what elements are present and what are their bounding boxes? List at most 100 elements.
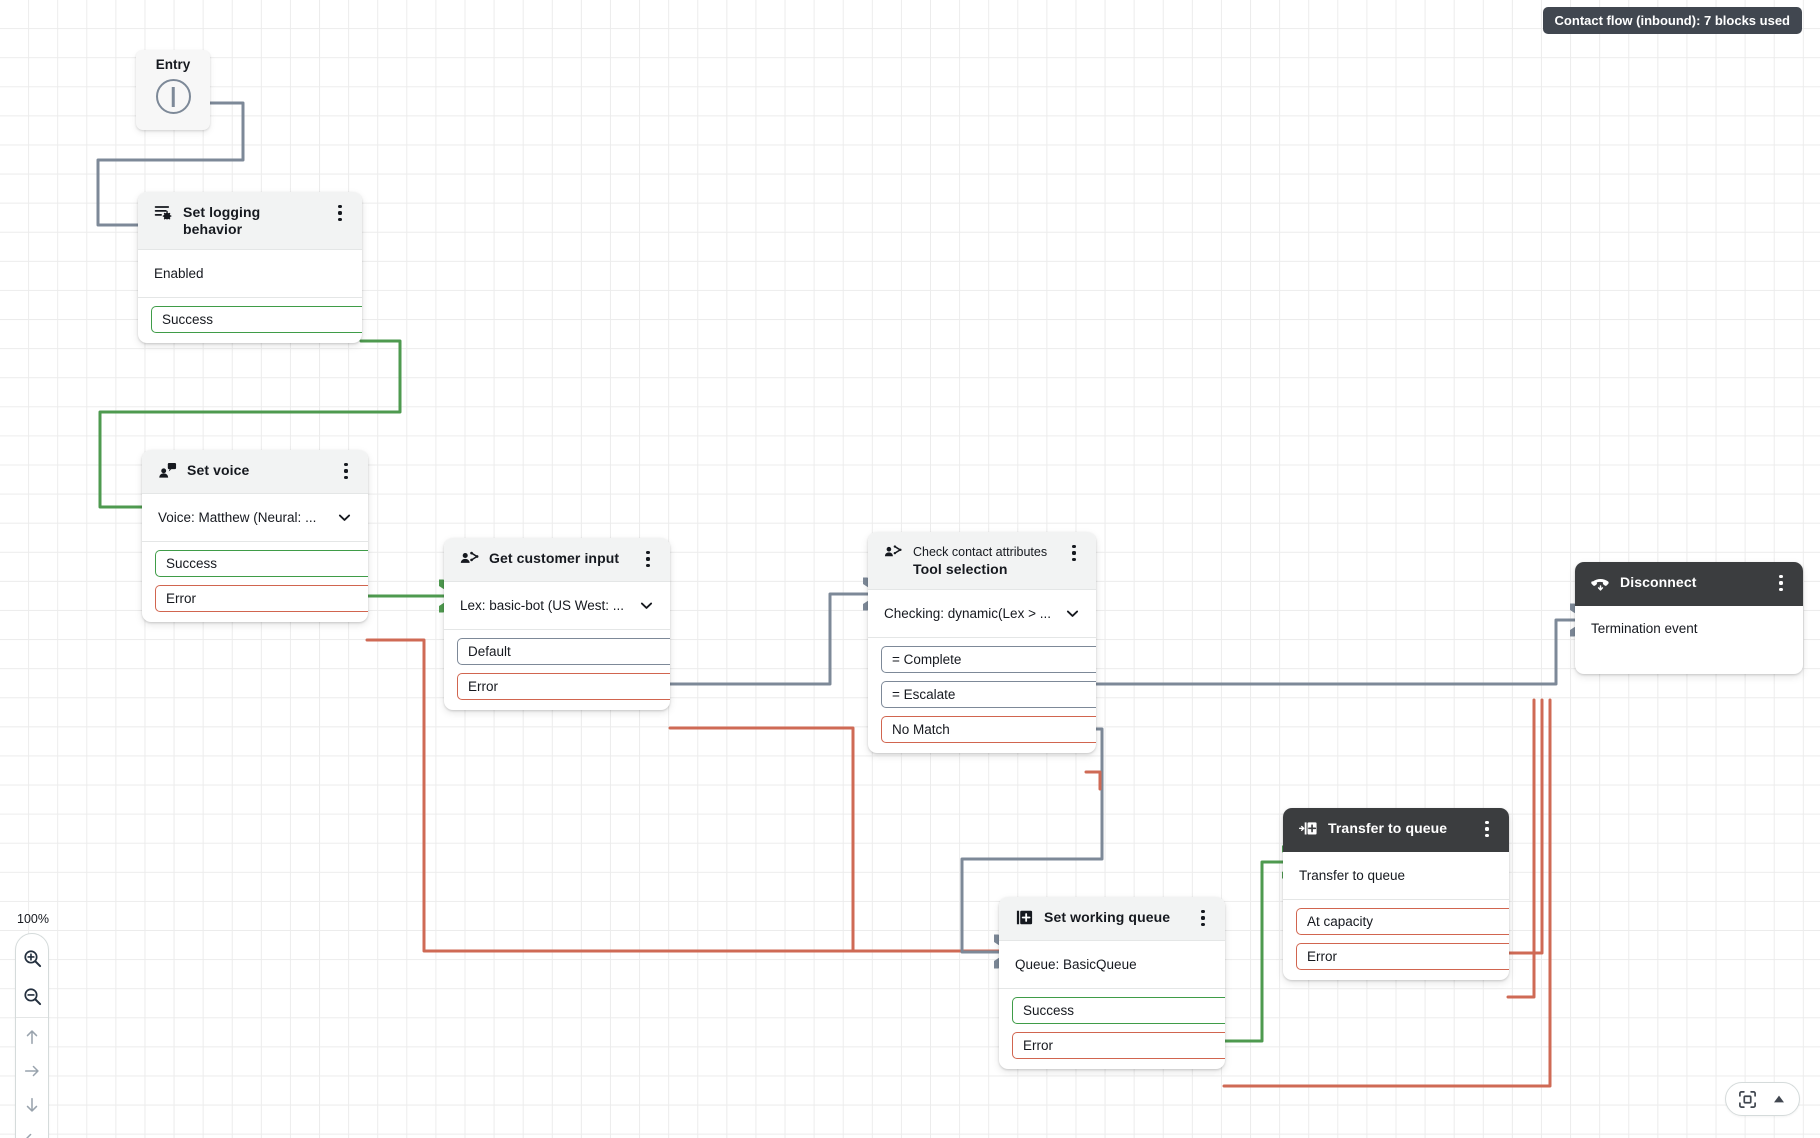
block-title: Disconnect <box>1620 574 1697 590</box>
zoom-control-stack[interactable] <box>15 933 49 1138</box>
port-label: Success <box>162 312 214 327</box>
divider <box>16 1017 48 1018</box>
entry-label: Entry <box>155 57 191 72</box>
block-transfer-to-queue[interactable]: Transfer to queue Transfer to queue At c… <box>1283 808 1509 980</box>
block-body-text: Termination event <box>1591 621 1698 636</box>
port-label: Success <box>166 556 218 571</box>
port-label: No Match <box>892 722 950 737</box>
block-menu-button[interactable] <box>332 204 348 222</box>
block-disconnect[interactable]: Disconnect Termination event <box>1575 562 1803 674</box>
zoom-out-button[interactable] <box>16 977 48 1015</box>
port-escalate[interactable]: = Escalate <box>881 681 1096 708</box>
triangle-up-icon <box>1774 1095 1784 1103</box>
block-header[interactable]: Get customer input <box>444 538 670 582</box>
zoom-in-button[interactable] <box>16 939 48 977</box>
arrow-down-icon <box>26 1097 38 1112</box>
block-title: Set logging behavior <box>183 204 261 237</box>
block-menu-button[interactable] <box>1066 544 1082 562</box>
block-body: Enabled <box>138 250 362 298</box>
arrow-up-icon <box>26 1030 38 1045</box>
block-body-text: Voice: Matthew (Neural: ... <box>158 509 317 525</box>
view-control-cluster[interactable] <box>1725 1082 1800 1116</box>
collapse-panel-button[interactable] <box>1771 1091 1787 1107</box>
pan-up-button[interactable] <box>16 1020 48 1054</box>
block-body-text: Lex: basic-bot (US West: ... <box>460 597 625 613</box>
pan-left-button[interactable] <box>16 1122 48 1138</box>
block-ports: Success Error <box>142 542 368 622</box>
port-error[interactable]: Error <box>1012 1032 1225 1059</box>
block-menu-button[interactable] <box>640 550 656 568</box>
entry-port-icon[interactable] <box>155 79 191 114</box>
block-body: Termination event <box>1575 606 1803 674</box>
block-body: Queue: BasicQueue <box>999 941 1225 989</box>
queue-plus-icon <box>1016 910 1033 925</box>
block-set-logging-behavior[interactable]: Set logging behavior Enabled Success <box>138 192 362 343</box>
zoom-out-icon <box>23 987 41 1005</box>
block-header[interactable]: Disconnect <box>1575 562 1803 606</box>
port-label: Error <box>166 591 196 606</box>
block-ports: Default Error <box>444 630 670 710</box>
entry-node[interactable]: Entry <box>136 50 210 130</box>
block-header[interactable]: Transfer to queue <box>1283 808 1509 852</box>
block-ports: Success <box>138 298 362 343</box>
block-header[interactable]: Set logging behavior <box>138 192 362 250</box>
chevron-down-icon[interactable] <box>1065 606 1080 621</box>
block-get-customer-input[interactable]: Get customer input Lex: basic-bot (US We… <box>444 538 670 710</box>
block-ports: At capacity Error <box>1283 900 1509 980</box>
block-title: Tool selection <box>913 561 1008 577</box>
block-title: Set working queue <box>1044 909 1171 925</box>
phone-down-icon <box>1591 579 1609 591</box>
port-success[interactable]: Success <box>151 306 362 333</box>
block-body-text: Transfer to queue <box>1299 867 1406 883</box>
port-error[interactable]: Error <box>1296 943 1509 970</box>
port-label: = Escalate <box>892 687 956 702</box>
fit-to-screen-button[interactable] <box>1738 1090 1757 1109</box>
block-ports: = Complete = Escalate No Match <box>868 638 1096 753</box>
port-complete[interactable]: = Complete <box>881 646 1096 673</box>
block-menu-button[interactable] <box>338 462 354 480</box>
port-success[interactable]: Success <box>155 550 368 577</box>
arrow-left-icon <box>25 1133 32 1138</box>
port-success[interactable]: Success <box>1012 997 1225 1024</box>
voice-person-icon <box>159 463 177 478</box>
block-header[interactable]: Set voice <box>142 450 368 494</box>
port-label: Error <box>468 679 498 694</box>
block-set-working-queue[interactable]: Set working queue Queue: BasicQueue Succ… <box>999 897 1225 1069</box>
port-no-match[interactable]: No Match <box>881 716 1096 743</box>
block-body-text: Queue: BasicQueue <box>1015 956 1137 972</box>
block-check-contact-attributes[interactable]: Check contact attributes Tool selection … <box>868 532 1096 753</box>
block-kicker: Check contact attributes <box>913 545 1048 559</box>
check-attributes-icon <box>884 545 902 557</box>
port-default[interactable]: Default <box>457 638 670 665</box>
port-error[interactable]: Error <box>155 585 368 612</box>
block-ports: Success Error <box>999 989 1225 1069</box>
block-body[interactable]: Voice: Matthew (Neural: ... <box>142 494 368 542</box>
port-error[interactable]: Error <box>457 673 670 700</box>
chevron-down-icon[interactable] <box>337 510 352 525</box>
pan-down-button[interactable] <box>16 1088 48 1122</box>
block-menu-button[interactable] <box>1195 909 1211 927</box>
pan-right-button[interactable] <box>16 1054 48 1088</box>
block-body-text: Checking: dynamic(Lex > ... <box>884 605 1051 621</box>
chevron-down-icon[interactable] <box>639 598 654 613</box>
block-body[interactable]: Lex: basic-bot (US West: ... <box>444 582 670 630</box>
block-menu-button[interactable] <box>1479 820 1495 838</box>
port-label: Success <box>1023 1003 1075 1018</box>
blocks-used-badge: Contact flow (inbound): 7 blocks used <box>1542 7 1802 34</box>
block-body-text: Enabled <box>154 265 204 281</box>
port-label: Default <box>468 644 511 659</box>
block-header[interactable]: Set working queue <box>999 897 1225 941</box>
port-at-capacity[interactable]: At capacity <box>1296 908 1509 935</box>
block-set-voice[interactable]: Set voice Voice: Matthew (Neural: ... Su… <box>142 450 368 622</box>
block-menu-button[interactable] <box>1773 574 1789 592</box>
block-title: Set voice <box>187 462 250 478</box>
port-label: Error <box>1023 1038 1053 1053</box>
block-body[interactable]: Checking: dynamic(Lex > ... <box>868 590 1096 638</box>
block-header[interactable]: Check contact attributes Tool selection <box>868 532 1096 590</box>
port-label: Error <box>1307 949 1337 964</box>
arrow-right-icon <box>24 1065 39 1077</box>
customer-input-icon <box>460 551 479 563</box>
logging-bug-icon <box>154 206 172 220</box>
fit-to-screen-icon <box>1739 1090 1756 1108</box>
